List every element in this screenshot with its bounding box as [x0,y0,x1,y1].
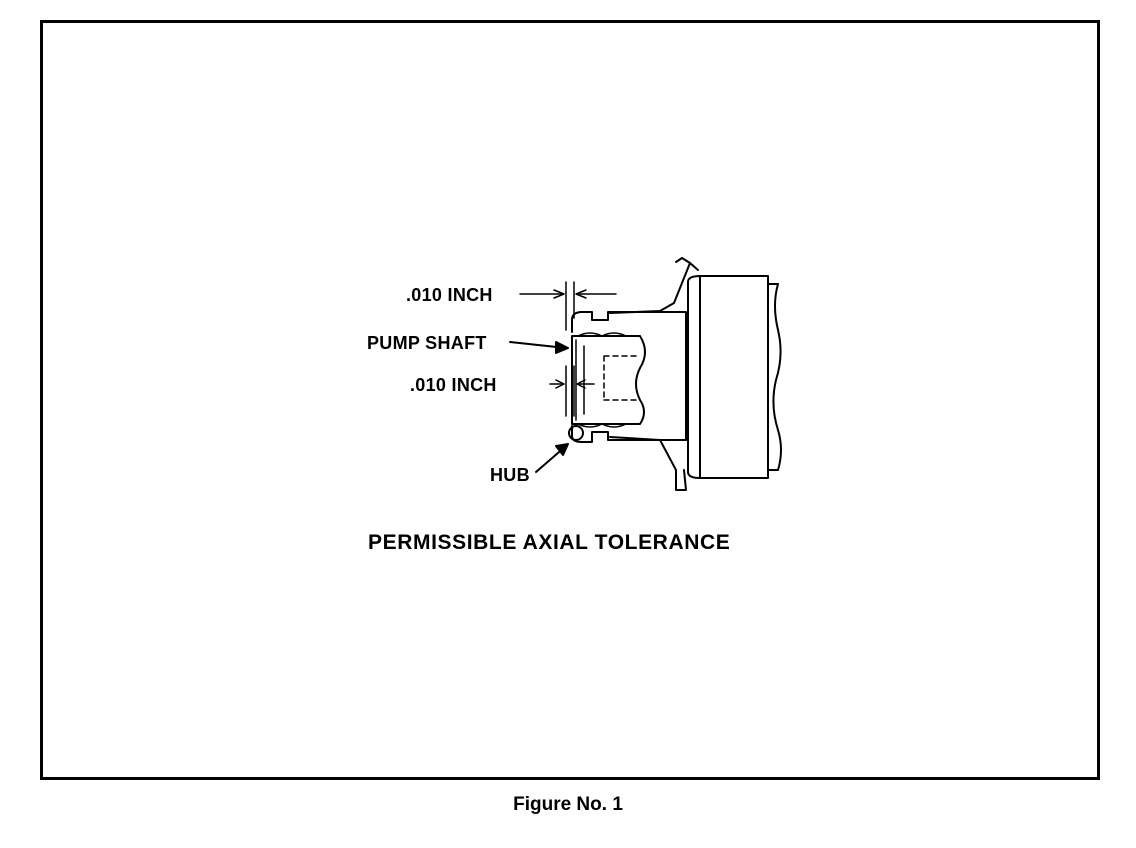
top-clearance-label: .010 INCH [406,285,493,305]
dimension-arrow-left-head [553,289,565,299]
mounting-plate-upper-inner [689,262,699,271]
shaft-dimension-arrow-left-head [555,379,565,389]
hub-label: HUB [490,465,530,485]
diagram-caption: PERMISSIBLE AXIAL TOLERANCE [368,531,731,554]
shaft-dimension-arrow-right-head [576,379,586,389]
dimension-arrow-right-head [575,289,587,299]
motor-break-line [772,283,782,471]
pump-shaft [571,335,646,425]
hub-upper-flange [571,311,687,441]
hub-lower-lip [568,425,584,441]
pump-shaft-knurl [577,332,627,337]
mounting-plate-lower [609,436,687,491]
hub-leader-head [555,443,569,456]
mounting-plate-upper [609,257,691,314]
shaft-bore-dashed [603,355,641,401]
pump-shaft-leader-head [555,341,569,354]
shaft-clearance-label: .010 INCH [410,375,497,395]
motor-body [687,275,769,479]
pump-shaft-label: PUMP SHAFT [367,333,487,353]
figure-frame [40,20,1100,780]
pump-shaft-knurl-lower [577,423,627,428]
figure-number: Figure No. 1 [513,794,623,815]
hub-lower-flange [571,425,687,443]
